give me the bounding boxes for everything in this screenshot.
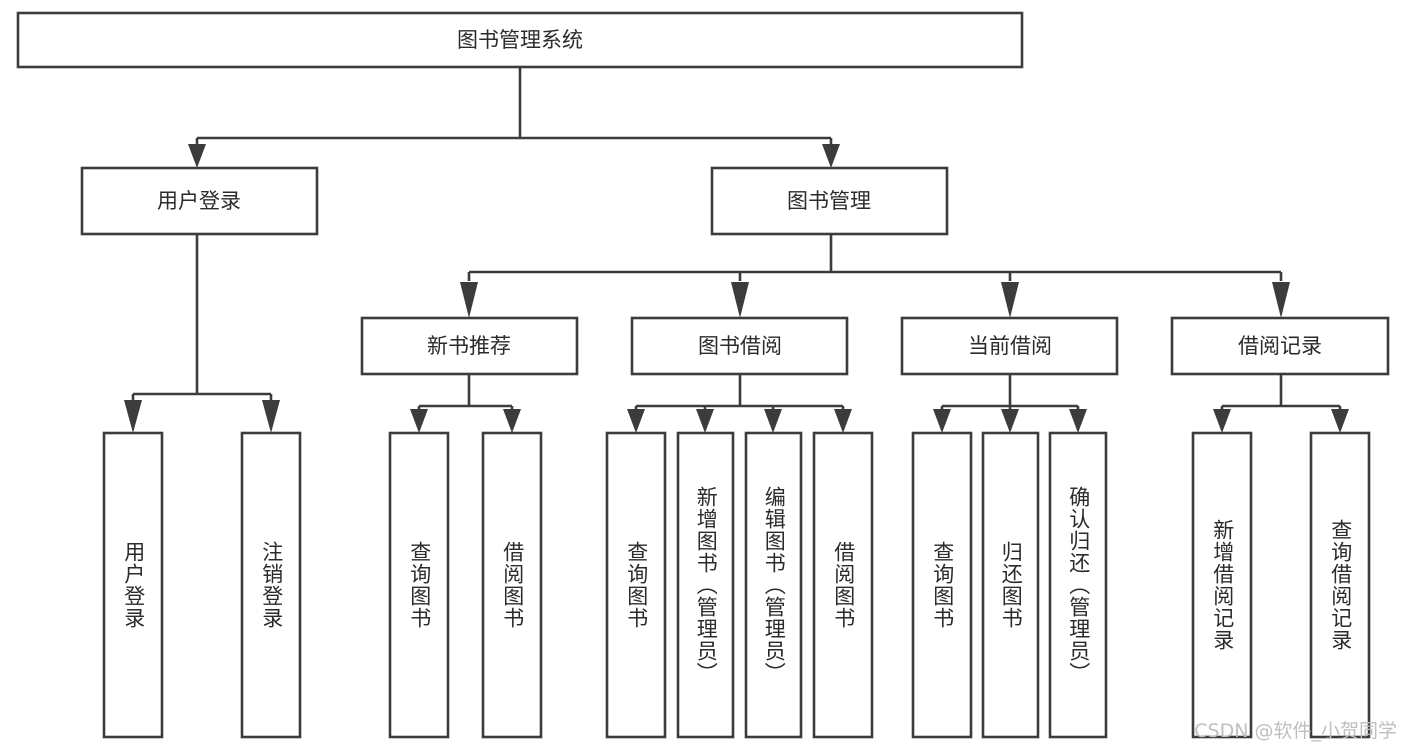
edge-current-borrow-to-leaves	[933, 374, 1087, 433]
leaf-box-newbook-borrow[interactable]	[481, 431, 543, 739]
leaf-box-borrow-edit[interactable]	[744, 431, 803, 739]
node-book-borrow-label: 图书借阅	[698, 334, 782, 358]
leaf-box-borrow-add[interactable]	[676, 431, 735, 739]
leaf-box-user-login-logout[interactable]	[240, 431, 302, 739]
edge-book-manage-to-level3	[460, 234, 1290, 318]
leaf-box-current-query[interactable]	[911, 431, 973, 739]
leaf-box-current-return[interactable]	[981, 431, 1040, 739]
arrow-to-book-manage	[822, 144, 840, 168]
node-current-borrow[interactable]: 当前借阅	[900, 316, 1119, 376]
csdn-watermark: CSDN @软件_小贺同学	[1194, 720, 1397, 742]
node-book-manage-label: 图书管理	[787, 189, 871, 213]
node-book-manage[interactable]: 图书管理	[710, 166, 949, 236]
node-user-login[interactable]: 用户登录	[80, 166, 319, 236]
node-current-borrow-label: 当前借阅	[968, 334, 1052, 358]
edge-user-login-to-leaves	[124, 234, 280, 433]
node-book-borrow[interactable]: 图书借阅	[630, 316, 849, 376]
edge-borrow-record-to-leaves	[1213, 374, 1349, 433]
node-new-book-recommend-label: 新书推荐	[427, 334, 511, 358]
node-user-login-label: 用户登录	[157, 189, 241, 213]
leaf-box-record-query[interactable]	[1309, 431, 1371, 739]
node-borrow-record[interactable]: 借阅记录	[1170, 316, 1390, 376]
edge-root-to-level2	[188, 67, 840, 168]
leaf-box-newbook-query[interactable]	[388, 431, 450, 739]
leaf-box-borrow-borrow[interactable]	[812, 431, 874, 739]
leaf-box-record-add[interactable]	[1191, 431, 1253, 739]
node-root-system[interactable]: 图书管理系统	[16, 11, 1024, 69]
node-root-label: 图书管理系统	[457, 28, 583, 52]
edge-new-book-to-leaves	[410, 374, 521, 433]
edge-book-borrow-to-leaves	[627, 374, 852, 433]
node-new-book-recommend[interactable]: 新书推荐	[360, 316, 579, 376]
leaf-box-current-confirm[interactable]	[1048, 431, 1108, 739]
leaf-box-user-login-login[interactable]	[102, 431, 164, 739]
node-borrow-record-label: 借阅记录	[1238, 334, 1322, 358]
arrow-to-user-login	[188, 144, 206, 168]
leaf-box-borrow-query[interactable]	[605, 431, 667, 739]
